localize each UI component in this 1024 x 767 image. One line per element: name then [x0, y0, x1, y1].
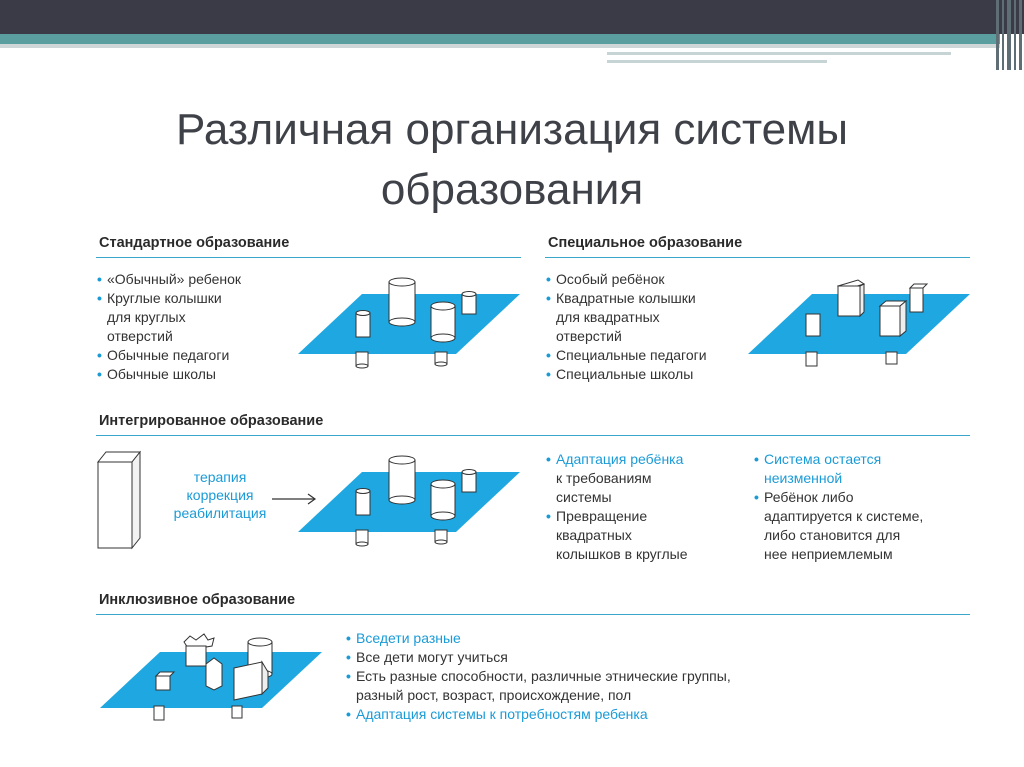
inclusive-section-title: Инклюзивное образование: [99, 592, 296, 608]
list-item: •Особый ребёнок: [546, 271, 665, 287]
list-item: •Есть разные способности, различные этни…: [346, 668, 731, 703]
header-thin-line: [607, 52, 951, 55]
mixed-shapes-icon: [100, 633, 322, 721]
inclusive-list: •Вседети разные •Все дети могут учиться …: [346, 629, 731, 724]
round-peg-icon: [298, 277, 520, 369]
standard-section-rule: [96, 257, 521, 258]
list-item: •Специальные школы: [546, 366, 694, 382]
special-section-title: Специальное образование: [548, 235, 743, 251]
therapy-label: терапия коррекция реабилитация: [170, 468, 270, 522]
inclusive-section-rule: [96, 614, 970, 615]
slide-title-line2: образования: [380, 165, 644, 214]
square-peg-icon: [748, 279, 970, 367]
standard-section-title: Стандартное образование: [99, 235, 290, 251]
special-section-rule: [545, 257, 970, 258]
tall-block-icon: [96, 450, 142, 550]
header-stripes: [990, 0, 1024, 70]
integrated-section-rule: [96, 435, 970, 436]
list-item: •Адаптация системы к потребностям ребенк…: [346, 706, 648, 722]
list-item: •Обычные педагоги: [97, 347, 230, 363]
list-item: •Вседети разные: [346, 630, 461, 646]
arrow-right-icon: [272, 493, 317, 505]
header-accent-band: [0, 34, 1000, 44]
list-item: •Обычные школы: [97, 366, 216, 382]
therapy-line: терапия: [193, 469, 247, 485]
slide-title-line1: Различная организация системы: [176, 105, 848, 154]
list-item: •Все дети могут учиться: [346, 649, 508, 665]
header-accent-line: [0, 44, 1000, 48]
round-peg-icon: [298, 455, 520, 547]
integrated-section-title: Интегрированное образование: [99, 413, 324, 429]
header-bar: [0, 0, 1024, 34]
therapy-line: реабилитация: [173, 505, 267, 521]
list-item: •«Обычный» ребенок: [97, 271, 242, 287]
header-thin-line: [607, 60, 827, 63]
slide-title: Различная организация системы образовани…: [80, 100, 944, 220]
list-item: •Специальные педагоги: [546, 347, 707, 363]
therapy-line: коррекция: [186, 487, 254, 503]
